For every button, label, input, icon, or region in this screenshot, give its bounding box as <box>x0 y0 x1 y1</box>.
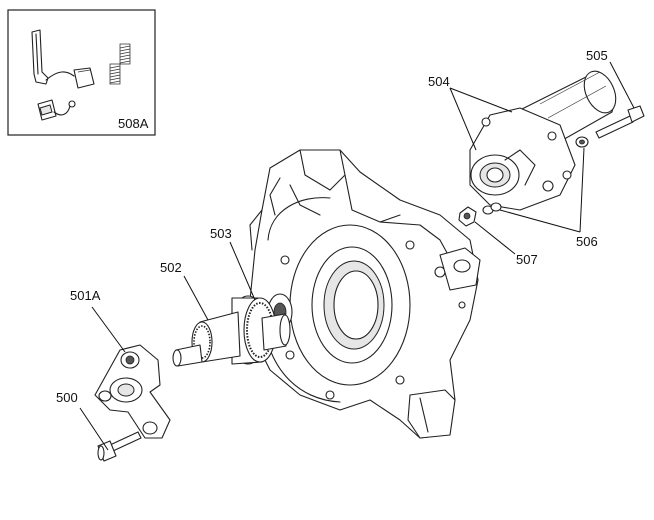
cover-bracket <box>94 344 171 439</box>
callout-506: 506 <box>576 234 598 249</box>
callout-507: 507 <box>516 252 538 267</box>
bolt-505 <box>595 105 645 139</box>
leader-lines <box>79 61 635 451</box>
bolt-500 <box>97 431 142 462</box>
callout-502: 502 <box>160 260 182 275</box>
brush-kit-inset: 508A <box>7 9 156 136</box>
engine-crankcase <box>249 149 481 439</box>
starter-drive-gear <box>172 295 291 367</box>
callout-505: 505 <box>586 48 608 63</box>
callout-504: 504 <box>428 74 450 89</box>
nut-507 <box>458 206 477 227</box>
starter-motor <box>458 70 645 227</box>
callout-503: 503 <box>210 226 232 241</box>
callout-500: 500 <box>56 390 78 405</box>
callout-508a: 508A <box>118 116 149 131</box>
callout-501a: 501A <box>70 288 101 303</box>
